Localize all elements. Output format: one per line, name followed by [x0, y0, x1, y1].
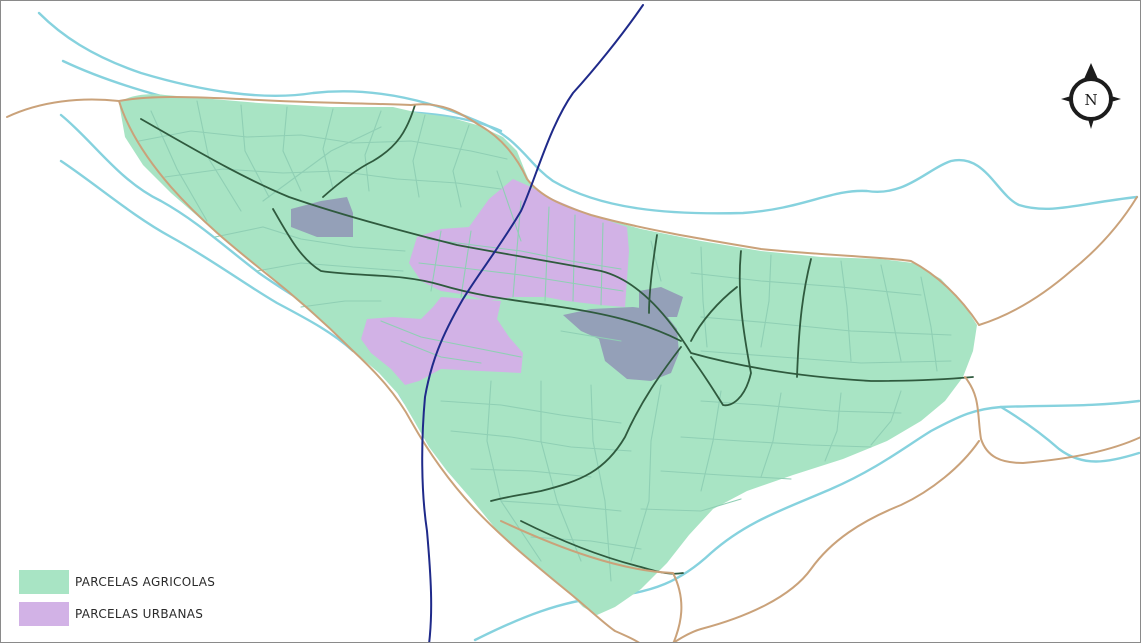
boundary-road-north — [6, 96, 980, 326]
agricultural-parcels-area — [119, 94, 977, 616]
boundary-road — [6, 96, 1140, 642]
road-south-diagonal — [490, 346, 682, 502]
road-secondary-west — [272, 208, 682, 342]
boundary-road-southeast — [964, 376, 1140, 464]
road-north-spur — [322, 104, 416, 198]
map-legend: PARCELAS AGRICOLAS PARCELAS URBANAS — [19, 569, 279, 633]
highway-line — [421, 4, 644, 642]
road-far-east — [796, 258, 812, 378]
road-east-link-a — [690, 250, 752, 407]
boundary-road-south-east — [672, 440, 980, 642]
legend-swatch-urban — [19, 602, 69, 626]
boundary-road-south — [500, 520, 683, 642]
road-east-link-b — [648, 234, 658, 314]
river-north — [37, 11, 1139, 215]
legend-label-agricultural: PARCELAS AGRICOLAS — [75, 575, 216, 589]
road-main-east-west — [140, 118, 974, 382]
legend-item-urban: PARCELAS URBANAS — [19, 601, 279, 627]
legend-swatch-agricultural — [19, 570, 69, 594]
boundary-road-west — [118, 100, 412, 422]
boundary-road-east — [978, 196, 1138, 326]
legend-item-agricultural: PARCELAS AGRICOLAS — [19, 569, 279, 595]
mixed-parcels-west — [291, 197, 353, 237]
road-east-link-c — [690, 286, 738, 342]
north-arrow-compass-icon: N — [1061, 63, 1121, 129]
legend-label-urban: PARCELAS URBANAS — [75, 607, 204, 621]
mixed-parcels-center — [563, 307, 679, 381]
boundary-road-southwest — [410, 420, 640, 642]
river-east — [999, 405, 1140, 463]
compass-north-letter: N — [1084, 91, 1097, 109]
river-west-b — [59, 159, 355, 353]
